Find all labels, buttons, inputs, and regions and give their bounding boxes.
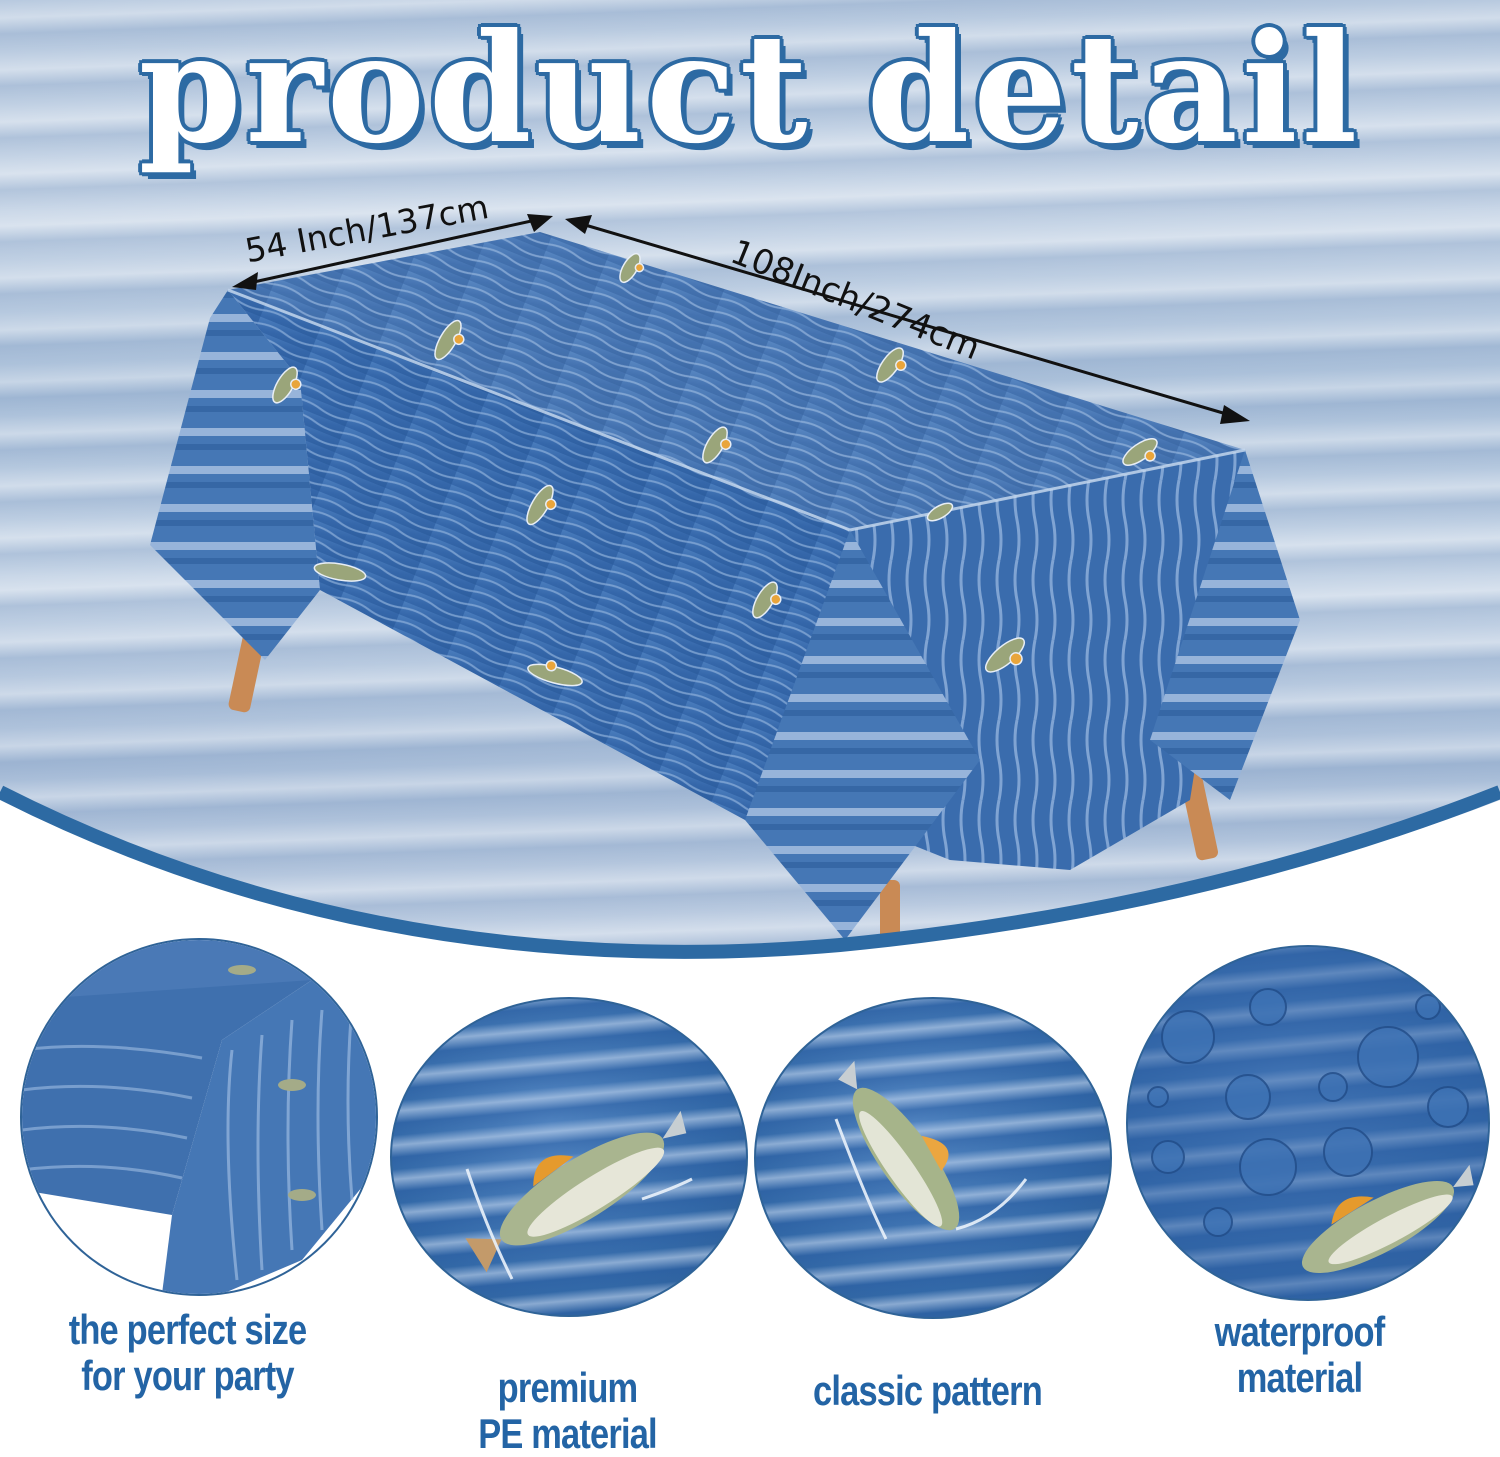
feature-caption: the perfect size for your party [68,1306,307,1399]
feature-classic-pattern: classic pattern [740,935,1115,1449]
dimension-arrows [232,214,1250,424]
tablecloth-corner-closeup-image [20,938,378,1296]
feature-perfect-size: the perfect size for your party [0,935,378,1449]
curve-divider [0,785,1500,960]
page-title: product detail [138,1,1362,177]
fish-motifs [272,252,1158,687]
feature-caption: classic pattern [813,1367,1043,1414]
feature-premium-material: premium PE material [380,935,755,1457]
jumping-fish-image [390,997,748,1317]
hero-section: product detail 54 Inch/137cm 108Inch/274… [0,0,1500,960]
water-droplets-image [1126,945,1490,1301]
jumping-fish-image [754,997,1112,1319]
feature-caption: premium PE material [478,1364,657,1457]
feature-caption: waterproof material [1214,1308,1386,1401]
tablecloth-illustration [150,214,1300,940]
feature-waterproof: waterproof material [1112,935,1490,1449]
